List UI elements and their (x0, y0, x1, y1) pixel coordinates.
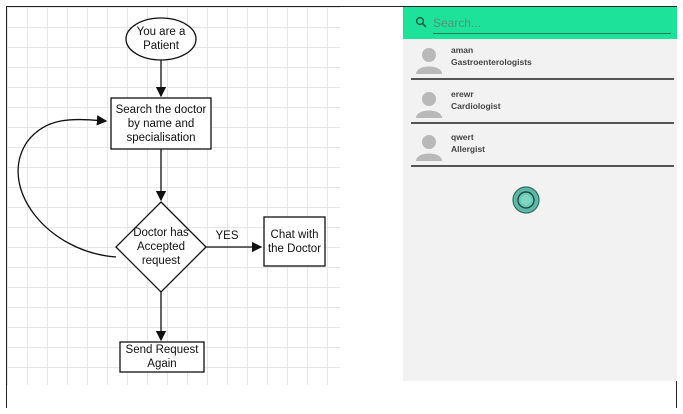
send-node-label: Send Request Again (120, 342, 204, 372)
doctor-specialisation: Gastroenterologists (451, 57, 532, 67)
decision-node-label: Doctor has Accepted request (121, 222, 201, 272)
send-node-shape (119, 341, 205, 373)
search-header (403, 7, 677, 39)
search-line-3: specialisation (126, 131, 196, 144)
doctor-list-item[interactable]: aman Gastroenterologists (411, 42, 674, 80)
doctor-specialisation: Cardiologist (451, 101, 501, 111)
doctor-name: aman (451, 45, 474, 55)
yes-label: YES (215, 230, 239, 242)
start-line-1: You are a (136, 26, 186, 38)
search-icon[interactable] (415, 16, 427, 28)
chat-line-2: the Doctor (267, 242, 322, 255)
doctor-list-item[interactable]: erewr Cardiologist (411, 86, 674, 124)
chat-node-shape (263, 216, 326, 267)
search-node-label: Search the doctor by name and specialisa… (111, 98, 211, 149)
avatar-icon (416, 48, 442, 74)
spinner-icon (512, 186, 540, 214)
avatar-icon (416, 92, 442, 118)
doctor-list-item[interactable]: qwert Allergist (411, 129, 674, 167)
flowchart-panel: You are a Patient Search the doctor by n… (7, 7, 340, 385)
search-line-2: by name and (127, 117, 195, 130)
send-line-2: Again (147, 358, 177, 370)
decision-line-3: request (141, 255, 181, 267)
chat-line-1: Chat with (270, 228, 319, 241)
search-line-1: Search the doctor (115, 103, 207, 116)
doctor-name: qwert (451, 132, 474, 142)
send-line-1: Send Request (125, 344, 199, 356)
loop-back-arrow (17, 115, 117, 258)
start-node-label: You are a Patient (126, 19, 196, 59)
doctor-specialisation: Allergist (451, 144, 486, 154)
doctor-name: erewr (451, 89, 474, 99)
avatar-icon (416, 135, 442, 161)
flowchart-diagram (17, 17, 326, 373)
decision-line-2: Accepted (137, 241, 185, 253)
search-node-shape (110, 97, 212, 150)
chat-node-label: Chat with the Doctor (264, 217, 325, 266)
decision-line-1: Doctor has (133, 227, 189, 239)
app-screen: aman Gastroenterologists erewr Cardiolog… (403, 7, 677, 381)
start-line-2: Patient (143, 40, 179, 52)
search-input[interactable] (433, 13, 671, 34)
